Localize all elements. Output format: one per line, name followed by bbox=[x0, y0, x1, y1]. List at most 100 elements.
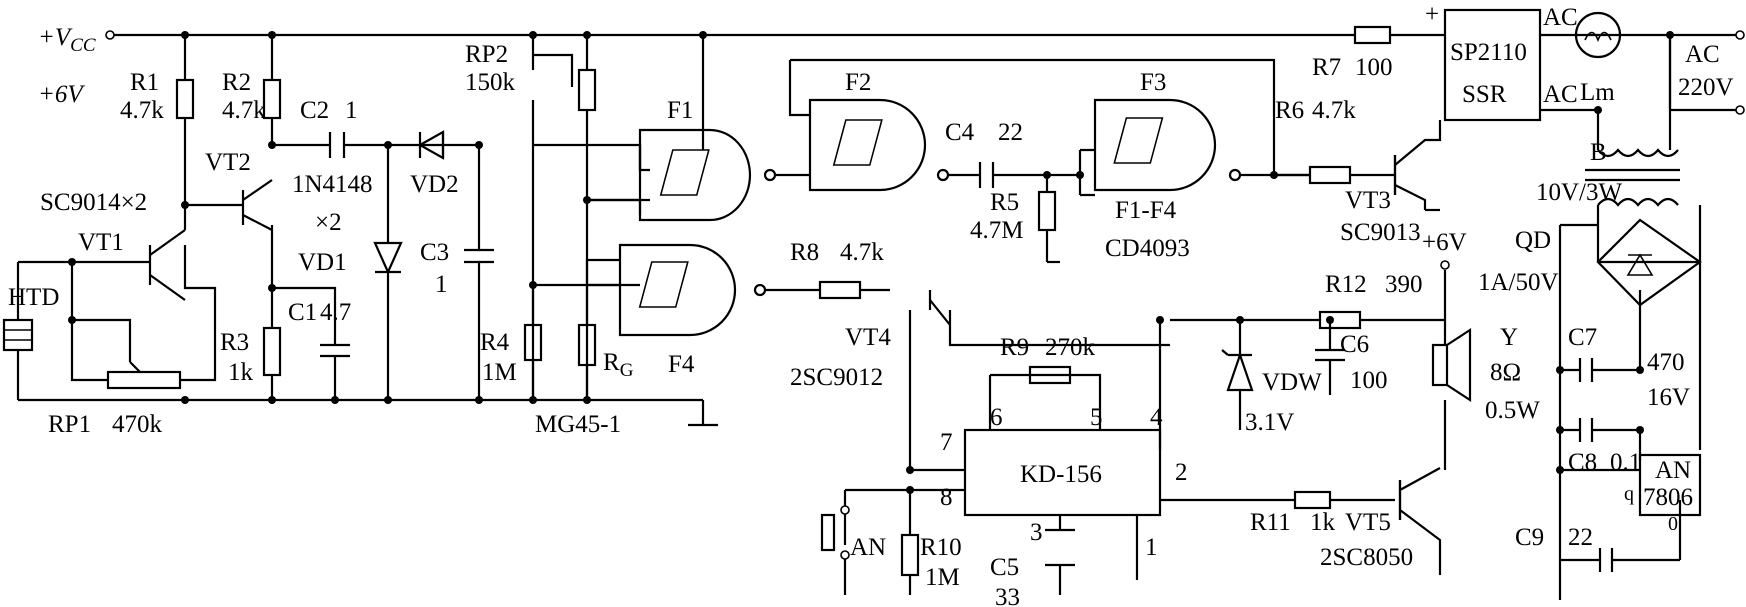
resistor-r7 bbox=[1353, 25, 1392, 45]
sc9012-label: 2SC9012 bbox=[790, 364, 883, 391]
button-label: AN bbox=[850, 534, 886, 561]
r12-value: 390 bbox=[1385, 271, 1423, 298]
resistor-r3 bbox=[262, 326, 282, 377]
c2-label: C2 bbox=[300, 97, 329, 124]
r10-value: 1M bbox=[925, 564, 960, 591]
r10-label: R10 bbox=[920, 534, 962, 561]
c1-value: 4.7 bbox=[320, 299, 351, 326]
ac-label-1: AC bbox=[1543, 4, 1578, 31]
gate-range-label: F1-F4 bbox=[1115, 197, 1177, 224]
resistor-r11 bbox=[1293, 490, 1332, 510]
c2-value: 1 bbox=[345, 97, 358, 124]
r5-label: R5 bbox=[990, 189, 1019, 216]
gate-f4-bubble bbox=[753, 283, 767, 297]
ac-220v-label: 220V bbox=[1678, 74, 1734, 101]
gate-f4 bbox=[618, 243, 737, 337]
resistor-r1 bbox=[175, 78, 195, 120]
r3-value: 1k bbox=[228, 359, 254, 386]
ssr-plus-label: + bbox=[1425, 1, 1439, 28]
gate-f3-symbol bbox=[1113, 117, 1164, 164]
r3-label: R3 bbox=[220, 329, 249, 356]
ssr-type-label: SSR bbox=[1462, 81, 1507, 108]
r1-label: R1 bbox=[130, 69, 159, 96]
r5-value: 4.7M bbox=[970, 217, 1023, 244]
lamp-label: Lm bbox=[1580, 79, 1615, 106]
c1-label: C1 bbox=[288, 299, 317, 326]
transformer-primary bbox=[1597, 148, 1679, 158]
resistor-r2 bbox=[262, 78, 282, 120]
rg-label: RG bbox=[603, 349, 634, 381]
r9-value: 270k bbox=[1045, 334, 1096, 361]
speaker-y bbox=[1431, 343, 1449, 387]
vt2-label: VT2 bbox=[205, 149, 251, 176]
supply-voltage-label: +6V bbox=[38, 81, 85, 108]
f4-label: F4 bbox=[668, 351, 695, 378]
f2-label: F2 bbox=[845, 69, 871, 96]
gate-f1 bbox=[638, 128, 752, 222]
mg45-label: MG45-1 bbox=[535, 411, 621, 438]
gate-f1-symbol bbox=[659, 149, 710, 196]
r4-label: R4 bbox=[480, 329, 510, 356]
r4-value: 1M bbox=[482, 359, 517, 386]
rp1-potentiometer bbox=[106, 370, 182, 390]
c3-label: C3 bbox=[420, 239, 449, 266]
gate-f2 bbox=[808, 98, 927, 192]
pin-4: 4 bbox=[1150, 404, 1163, 431]
capacitor-c6 bbox=[1315, 348, 1345, 362]
capacitor-c9 bbox=[1598, 548, 1614, 572]
gate-f2-symbol bbox=[832, 119, 883, 166]
cd4093-label: CD4093 bbox=[1105, 235, 1190, 262]
r2-value: 4.7k bbox=[222, 97, 266, 124]
transformer-core bbox=[1585, 168, 1680, 182]
transformer-rating: 10V/3W bbox=[1536, 179, 1623, 206]
ground-symbol-1 bbox=[688, 400, 718, 427]
capacitor-c1 bbox=[320, 343, 350, 358]
gate-f1-bubble bbox=[763, 168, 777, 182]
resistor-r6 bbox=[1308, 165, 1352, 185]
kd156-chip bbox=[963, 428, 1162, 517]
resistor-r12 bbox=[1318, 310, 1362, 330]
rp2-label: RP2 bbox=[465, 41, 508, 68]
components bbox=[2, 8, 1702, 577]
regulator-label-an: AN bbox=[1655, 457, 1691, 484]
rp2-potentiometer bbox=[577, 68, 597, 112]
sc8050-label: 2SC8050 bbox=[1320, 544, 1413, 571]
resistor-r8 bbox=[818, 280, 862, 300]
c9-label: C9 bbox=[1515, 524, 1544, 551]
speaker-label: Y bbox=[1500, 324, 1518, 351]
regulator-label-7806: 7806 bbox=[1643, 484, 1693, 511]
c5-label: C5 bbox=[990, 554, 1019, 581]
f1-label: F1 bbox=[667, 97, 693, 124]
button-an-body bbox=[820, 513, 836, 552]
bridge-label: QD bbox=[1515, 227, 1551, 254]
vdw-label: VDW bbox=[1262, 369, 1322, 396]
capacitor-c7 bbox=[1578, 358, 1594, 382]
bridge-diode bbox=[1626, 253, 1654, 276]
r7-label: R7 bbox=[1312, 54, 1341, 81]
capacitor-c5 bbox=[1045, 528, 1075, 567]
vcc-label: +VCC bbox=[38, 24, 96, 56]
regulator-7806 bbox=[1638, 453, 1702, 517]
wires bbox=[16, 33, 1702, 600]
pin-5: 5 bbox=[1090, 404, 1103, 431]
rp1-wiper bbox=[129, 361, 141, 373]
r9-label: R9 bbox=[1000, 334, 1029, 361]
gate-f3-bubble bbox=[1228, 168, 1242, 182]
f3-label: F3 bbox=[1140, 69, 1166, 96]
diode-vd2 bbox=[417, 130, 445, 160]
ac-label-2: AC bbox=[1543, 81, 1578, 108]
lamp-filament bbox=[1584, 31, 1612, 43]
resistor-r10 bbox=[900, 533, 920, 577]
junction-dots bbox=[68, 31, 1674, 494]
rp1-value: 470k bbox=[112, 411, 163, 438]
c4-value: 22 bbox=[998, 119, 1023, 146]
transistor-vt2 bbox=[241, 179, 273, 231]
labels: +VCC +6V R1 4.7k R2 4.7k C2 1 VT2 1N4148… bbox=[8, 1, 1734, 607]
speaker-impedance: 8Ω bbox=[1490, 359, 1521, 386]
transformer-secondary bbox=[1597, 197, 1679, 207]
c6-label: C6 bbox=[1340, 331, 1369, 358]
ssr-model-label: SP2110 bbox=[1450, 39, 1527, 66]
c3-value: 1 bbox=[435, 271, 448, 298]
c7-voltage: 16V bbox=[1647, 384, 1690, 411]
